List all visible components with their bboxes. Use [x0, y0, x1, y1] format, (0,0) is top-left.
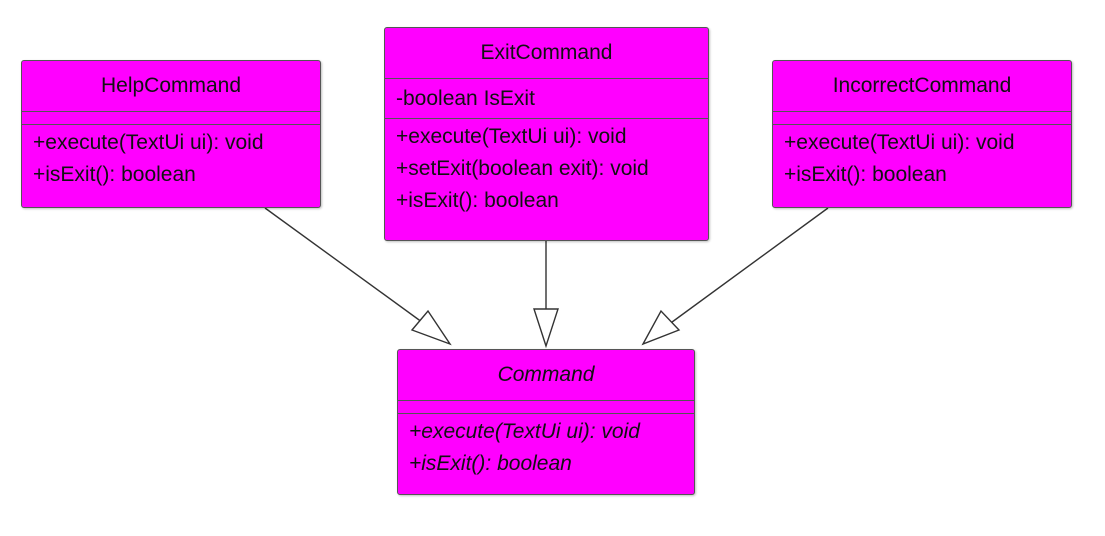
method-execute: +execute(TextUi ui): void: [33, 131, 264, 154]
attribute-is-exit: -boolean IsExit: [396, 87, 535, 110]
method-is-exit: +isExit(): boolean: [784, 163, 947, 186]
class-incorrect-command[interactable]: IncorrectCommand +execute(TextUi ui): vo…: [772, 60, 1072, 208]
class-command[interactable]: Command +execute(TextUi ui): void +isExi…: [397, 349, 695, 495]
class-name: HelpCommand: [22, 61, 320, 112]
class-name: ExitCommand: [385, 28, 708, 79]
attributes-compartment: [773, 112, 1071, 125]
methods-compartment: +execute(TextUi ui): void +isExit(): boo…: [773, 125, 1071, 191]
class-help-command[interactable]: HelpCommand +execute(TextUi ui): void +i…: [21, 60, 321, 208]
attributes-compartment: -boolean IsExit: [385, 79, 708, 119]
generalization-arrowhead-help: [410, 309, 452, 346]
attributes-compartment: [22, 112, 320, 125]
methods-compartment: +execute(TextUi ui): void +isExit(): boo…: [22, 125, 320, 191]
class-exit-command[interactable]: ExitCommand -boolean IsExit +execute(Tex…: [384, 27, 709, 241]
method-execute: +execute(TextUi ui): void: [784, 131, 1015, 154]
class-name: Command: [398, 350, 694, 401]
method-execute: +execute(TextUi ui): void: [396, 125, 627, 148]
generalization-line-help: [264, 207, 427, 326]
method-is-exit: +isExit(): boolean: [33, 163, 196, 186]
generalization-arrowhead-incorrect: [641, 309, 681, 346]
methods-compartment: +execute(TextUi ui): void +setExit(boole…: [385, 119, 708, 217]
attributes-compartment: [398, 401, 694, 414]
method-set-exit: +setExit(boolean exit): void: [396, 157, 649, 180]
method-is-exit: +isExit(): boolean: [409, 452, 572, 475]
method-is-exit: +isExit(): boolean: [396, 189, 559, 212]
method-execute: +execute(TextUi ui): void: [409, 420, 640, 443]
generalization-line-incorrect: [667, 207, 829, 326]
generalization-arrowhead-exit: [533, 308, 559, 349]
class-name: IncorrectCommand: [773, 61, 1071, 112]
methods-compartment: +execute(TextUi ui): void +isExit(): boo…: [398, 414, 694, 480]
